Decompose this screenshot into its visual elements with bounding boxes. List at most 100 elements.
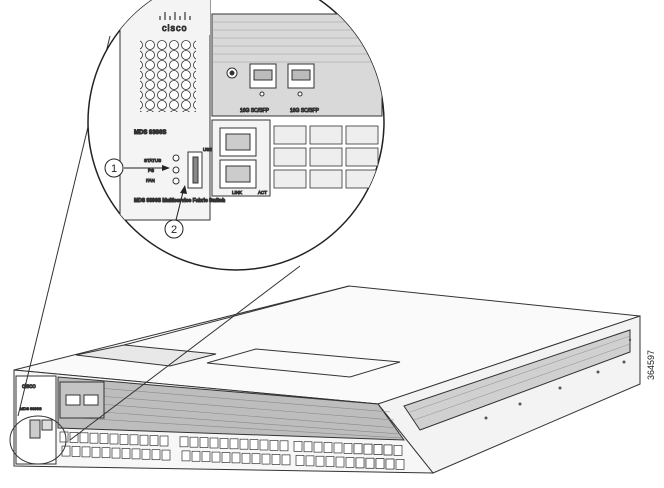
led-label-fan: FAN [146,178,155,183]
sfp-port [231,452,241,464]
sfp-port [305,455,315,467]
sfp-port [101,447,111,459]
front-model-label: MDS 9396S [20,406,42,411]
model-footer: MDS 9396S Multiservice Fabric Switch [134,198,225,204]
sfp-port [313,441,323,453]
act-label: ACT [258,190,267,195]
mgmt-ethernet-ports: LINK ACT [211,119,271,197]
sfp-port [201,451,211,463]
sfp-port [293,441,303,452]
sfp-port [161,449,171,461]
sfp-port [385,458,395,470]
callout-1-number: 1 [111,163,117,175]
sfp-port [239,438,249,450]
sfp-port [375,458,385,469]
cisco-logo: cisco [159,12,191,34]
sfp-port [249,439,259,450]
model-label: MDS 9396S [134,130,166,136]
sfp-port [91,446,101,458]
sfp-port [229,438,239,450]
sfp-port [271,454,281,465]
front-mgmt-module: cisco MDS 9396S [15,375,57,465]
top-label-plate [75,344,217,367]
sfp-port [355,457,365,469]
sfp-port [335,456,345,468]
port-label-1: 16G SC/SFP [240,108,270,114]
sfp-port [109,433,119,445]
sfp-port [241,452,251,464]
sfp-port [199,437,209,448]
usb-port: USB [187,147,213,189]
callout-1: 1 [104,158,170,178]
cisco-logo-text: cisco [162,23,188,33]
sfp-port [279,440,289,452]
sfp-port [325,456,335,467]
status-led [172,154,180,162]
led-label-status: STATUS [144,158,161,163]
sfp-port [281,454,291,466]
sfp-port [149,435,159,446]
sfp-port [365,457,375,469]
sfp-port [99,433,109,444]
sfp-port [119,434,129,445]
sfp-port [89,432,99,444]
figure-id: 364597 [646,350,656,380]
sfp-port [211,451,221,463]
link-label: LINK [232,190,242,195]
chassis-screws [484,338,632,420]
sfp-port [261,453,271,465]
sfp-port [363,443,373,455]
sfp-port [59,431,69,443]
detail-sfp-cage [345,147,379,167]
sfp-port [61,445,71,457]
sfp-port [315,455,325,467]
sfp-port [71,446,81,457]
sfp-port [151,449,161,461]
sfp-port [189,436,199,448]
side-vent-band [403,329,631,431]
led-label-ps: PS [148,168,154,173]
sfp-port [303,441,313,453]
detail-sfp-cage [273,125,307,145]
sfp-port-banks [59,431,405,470]
port-label-2: 16G SC/SFP [290,108,320,114]
callout-2-number: 2 [171,224,177,236]
led-group: STATUS PS FAN [144,154,180,185]
detail-sfp-cage [309,147,343,167]
fan-led [172,177,180,185]
sfp-port [79,432,89,444]
sfp-port [159,435,169,447]
sfp-port [383,444,393,456]
detail-sfp-cage [309,169,343,189]
callout-2: 2 [164,185,187,239]
sfp-port [191,450,201,462]
usb-label: USB [203,147,212,152]
sfp-port [219,438,229,449]
sfp-port [251,453,261,465]
sfp-port [141,448,151,460]
sfp-port [343,443,353,454]
sfp-port [81,446,91,458]
sfp-port [393,445,403,456]
sfp-port [345,457,355,468]
sfp-port [295,455,305,466]
front-uplink-module [59,381,105,419]
sfp-port [131,448,141,460]
sfp-port [121,448,131,459]
sfp-port [323,442,333,453]
detail-sfp-cage [273,169,307,189]
front-brand-logo: cisco [22,384,36,390]
sfp-port [269,440,279,451]
detail-sfp-cage [309,125,343,145]
sfp-port [179,436,189,448]
detail-hex-vent [140,40,196,112]
front-vent-band [57,376,406,441]
detail-uplink-module: 16G SC/SFP 16G SC/SFP [211,13,383,117]
detail-sfp-grid [273,125,379,189]
sfp-port [209,437,219,449]
detail-sfp-cage [345,125,379,145]
top-panel-line [206,348,401,378]
sfp-port [353,443,363,455]
sfp-port [259,439,269,451]
sfp-port [181,450,191,462]
